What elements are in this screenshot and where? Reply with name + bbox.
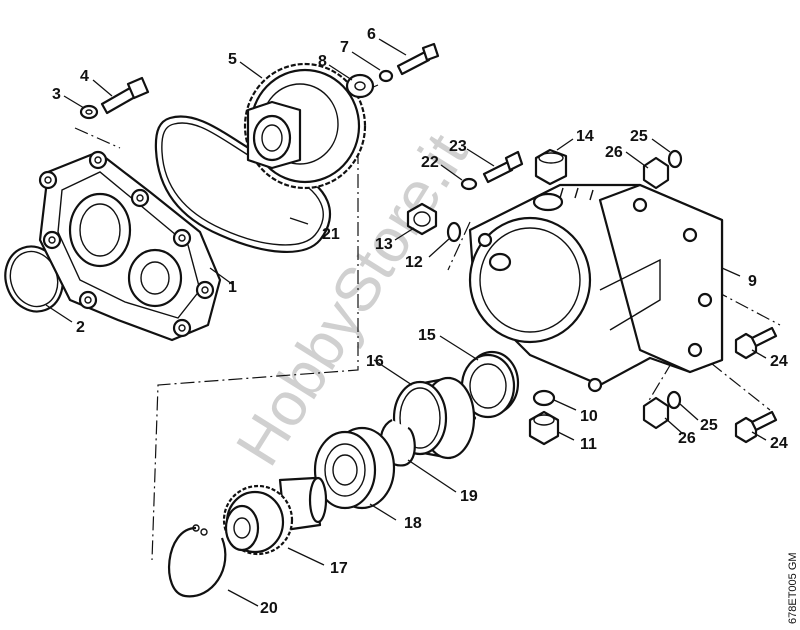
callout-7: 7 [340, 39, 349, 56]
callout-25-lower: 25 [700, 417, 718, 434]
callout-4: 4 [80, 68, 89, 85]
bearing-18 [313, 426, 396, 510]
callout-23: 23 [449, 138, 467, 155]
bolt-26-lower [642, 396, 670, 430]
callout-26-upper: 26 [605, 144, 623, 161]
pinion-shaft-17 [222, 476, 328, 556]
callout-17: 17 [330, 560, 348, 577]
assembly-lines [74, 84, 781, 561]
circlip-20 [168, 526, 227, 598]
callout-15: 15 [418, 327, 436, 344]
callout-19: 19 [460, 488, 478, 505]
leader-lines [45, 38, 767, 607]
bolt-4 [100, 76, 150, 115]
drawing-code: 678ET005 GM [787, 552, 799, 624]
callout-21: 21 [322, 226, 340, 243]
callout-8: 8 [318, 53, 327, 70]
washer-7 [378, 69, 394, 83]
callout-16: 16 [366, 353, 384, 370]
bolt-24-lower [734, 410, 778, 444]
callout-10: 10 [580, 408, 598, 425]
callout-24-upper: 24 [770, 353, 788, 370]
callout-18: 18 [404, 515, 422, 532]
washer-8 [345, 73, 375, 99]
callout-14: 14 [576, 128, 594, 145]
callout-2: 2 [76, 319, 85, 336]
callout-22: 22 [421, 154, 439, 171]
plug-11 [528, 410, 560, 446]
o-ring-10 [532, 389, 556, 407]
gear-5 [243, 62, 367, 190]
callout-6: 6 [367, 26, 376, 43]
callout-11: 11 [580, 436, 597, 453]
callout-24-lower: 24 [770, 435, 788, 452]
screw-6 [396, 42, 440, 76]
bolt-23 [482, 150, 524, 184]
washer-3 [79, 104, 99, 120]
callout-5: 5 [228, 51, 237, 68]
callout-1: 1 [228, 279, 237, 296]
housing-9 [468, 183, 724, 393]
callout-13: 13 [375, 236, 393, 253]
o-ring-12 [446, 221, 462, 243]
sleeve-16 [392, 376, 477, 460]
bolt-24-upper [734, 326, 778, 360]
plug-13 [406, 202, 438, 236]
callout-3: 3 [52, 86, 61, 103]
callout-12: 12 [405, 254, 423, 271]
callout-26-lower: 26 [678, 430, 696, 447]
callout-20: 20 [260, 600, 278, 617]
breather-14 [534, 148, 568, 186]
callout-25-upper: 25 [630, 128, 648, 145]
cover-1 [38, 150, 222, 342]
washer-25-lower [666, 390, 682, 410]
washer-25-upper [667, 149, 683, 169]
bolt-26-upper [642, 156, 670, 190]
washer-22 [460, 177, 478, 191]
callout-9: 9 [748, 273, 757, 290]
